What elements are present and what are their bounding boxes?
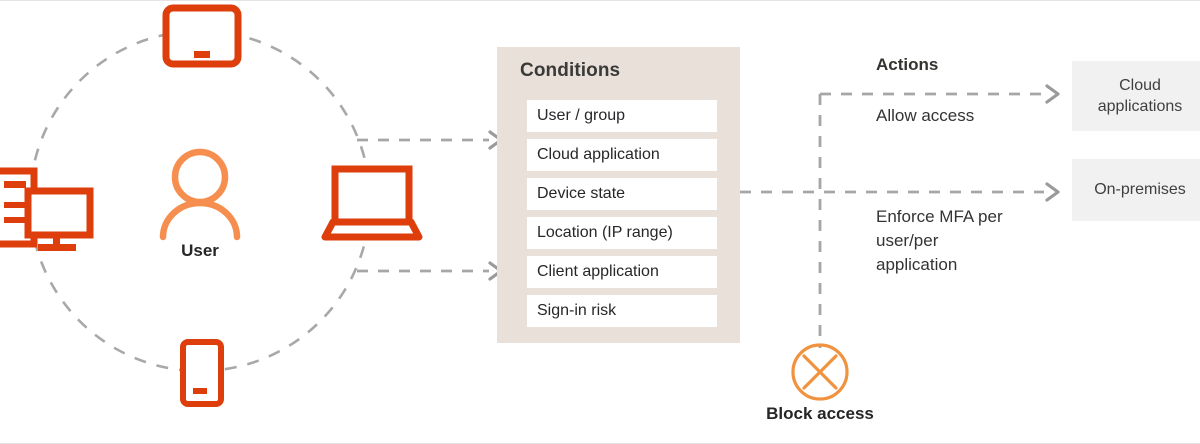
enforce-mfa-label: Enforce MFA per user/per application <box>876 207 1003 275</box>
condition-row-sign-in-risk[interactable]: Sign-in risk <box>527 295 717 327</box>
condition-row-client-application[interactable]: Client application <box>527 256 717 288</box>
laptop-icon <box>321 165 423 241</box>
actions-title: Actions <box>876 55 939 74</box>
conditions-title: Conditions <box>520 60 621 81</box>
condition-row-location-ip-range[interactable]: Location (IP range) <box>527 217 717 249</box>
user-boundary-circle <box>28 29 372 373</box>
user-label: User <box>181 241 219 260</box>
target-box-on-premises[interactable]: On-premises <box>1072 159 1200 221</box>
arrow-conditions-to-onpremises <box>740 182 1060 202</box>
smartphone-icon <box>180 339 224 407</box>
conditions-panel: Conditions User / group Cloud applicatio… <box>497 47 740 343</box>
desktop-computer-icon <box>0 167 94 251</box>
arrow-devices-to-conditions-lower <box>357 261 503 281</box>
block-access-label: Block access <box>766 404 874 423</box>
allow-access-label: Allow access <box>876 106 975 125</box>
arrow-devices-to-conditions-upper <box>357 130 503 150</box>
condition-row-cloud-application[interactable]: Cloud application <box>527 139 717 171</box>
person-icon <box>159 148 241 241</box>
arrow-branch-to-cloud-applications <box>820 84 1060 104</box>
conditions-list: User / group Cloud application Device st… <box>527 100 717 334</box>
condition-row-device-state[interactable]: Device state <box>527 178 717 210</box>
tablet-icon <box>162 4 242 68</box>
target-box-cloud-applications[interactable]: Cloud applications <box>1072 61 1200 131</box>
condition-row-user-group[interactable]: User / group <box>527 100 717 132</box>
circle-x-icon <box>791 343 849 401</box>
